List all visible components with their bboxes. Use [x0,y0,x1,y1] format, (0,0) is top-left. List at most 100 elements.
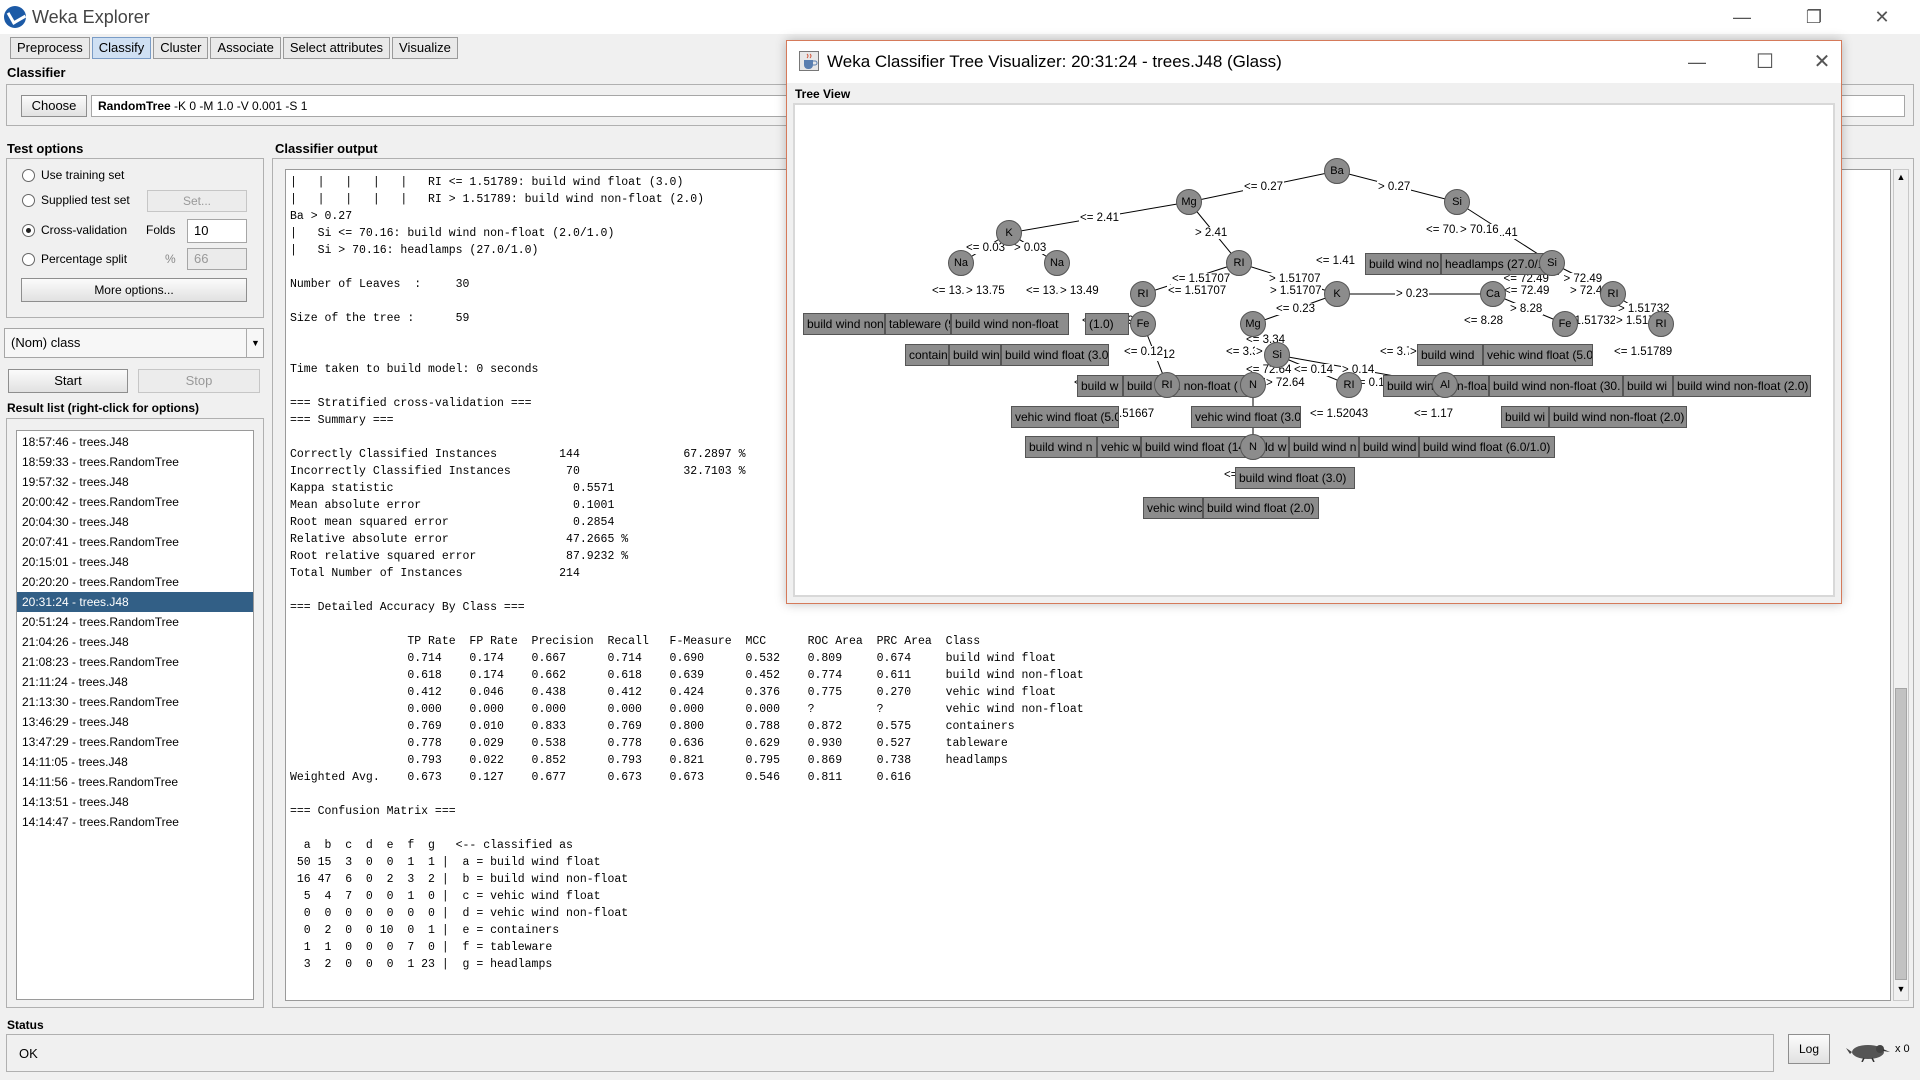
result-list-item[interactable]: 20:04:30 - trees.J48 [22,515,129,529]
tab-cluster[interactable]: Cluster [153,37,209,59]
result-list-item[interactable]: 20:31:24 - trees.J48 [17,592,253,612]
tree-leaf[interactable]: vehic winc [1143,497,1203,519]
result-list[interactable]: 18:57:46 - trees.J48 18:59:33 - trees.Ran… [16,430,254,1000]
tree-leaf[interactable]: headlamps (27.0/1.0) [1441,253,1559,275]
log-button[interactable]: Log [1788,1034,1830,1064]
percentage-split-radio[interactable] [22,253,35,266]
result-list-item[interactable]: 14:11:56 - trees.RandomTree [22,775,179,789]
tree-leaf[interactable]: vehic w [1097,436,1141,458]
result-list-item[interactable]: 20:07:41 - trees.RandomTree [22,535,179,549]
tree-leaf[interactable]: vehic wind float (5.0/ [1483,344,1593,366]
set-test-set-button[interactable]: Set... [147,190,247,212]
tree-leaf[interactable]: (1.0) [1085,313,1129,335]
cross-validation-radio[interactable] [22,224,35,237]
tree-node[interactable]: Fe [1552,311,1578,337]
tree-leaf[interactable]: build wind float (3.0) [1235,467,1355,489]
tab-preprocess[interactable]: Preprocess [10,37,90,59]
start-button[interactable]: Start [8,369,128,393]
scrollbar-thumb[interactable] [1895,688,1907,980]
folds-input[interactable]: 10 [187,219,247,243]
result-list-item[interactable]: 20:51:24 - trees.RandomTree [22,615,179,629]
tree-leaf[interactable]: build wind float (14. [1141,436,1245,458]
restore-button[interactable]: ❐ [1805,7,1823,27]
result-list-item[interactable]: 18:57:46 - trees.J48 [22,435,129,449]
tree-node[interactable]: RI [1154,372,1180,398]
result-list-item[interactable]: 18:59:33 - trees.RandomTree [22,455,179,469]
tree-leaf[interactable]: build wi [1623,375,1673,397]
tree-node[interactable]: Mg [1240,311,1266,337]
result-list-item[interactable]: 13:47:29 - trees.RandomTree [22,735,179,749]
result-list-item[interactable]: 21:13:30 - trees.RandomTree [22,695,179,709]
result-list-item[interactable]: 19:57:32 - trees.J48 [22,475,129,489]
tree-leaf[interactable]: build w [1077,375,1123,397]
output-scrollbar[interactable]: ▲ ▼ [1893,169,1909,1001]
result-list-item[interactable]: 21:04:26 - trees.J48 [22,635,129,649]
tree-leaf[interactable]: build wind float (3.0 [1001,344,1109,366]
tree-leaf[interactable]: build wind [1417,344,1483,366]
tree-node[interactable]: Ba [1324,158,1350,184]
tree-leaf[interactable]: build wi [1501,406,1549,428]
tree-leaf[interactable]: contain [905,344,949,366]
tree-node[interactable]: K [996,220,1022,246]
tree-node[interactable]: N [1240,372,1266,398]
tree-leaf[interactable]: build wind non-float ( [1123,375,1249,397]
tree-leaf[interactable]: build wind non-float [951,313,1069,335]
tree-leaf[interactable]: build wind non [803,313,885,335]
tab-select-attributes[interactable]: Select attributes [282,37,391,59]
tree-node[interactable]: RI [1648,311,1674,337]
chevron-down-icon[interactable]: ▼ [246,328,264,358]
tree-view-canvas[interactable]: <= 0.27> 0.27<= 2.41> 2.41<= 0.03> 0.03<… [793,103,1835,597]
tree-node[interactable]: RI [1130,281,1156,307]
tree-node[interactable]: RI [1226,250,1252,276]
tree-node[interactable]: Na [948,250,974,276]
more-options-button[interactable]: More options... [21,278,247,302]
tree-leaf[interactable]: build wind n [1289,436,1359,458]
visualizer-close-button[interactable]: ✕ [1813,51,1831,73]
tree-leaf[interactable]: build wind float (2.0) [1203,497,1319,519]
tree-node[interactable]: Si [1444,189,1470,215]
tab-associate[interactable]: Associate [210,37,281,59]
result-list-item[interactable]: 14:11:05 - trees.J48 [22,755,128,769]
scroll-up-icon[interactable]: ▲ [1896,172,1906,182]
result-list-item[interactable]: 20:15:01 - trees.J48 [22,555,129,569]
supplied-test-set-radio[interactable] [22,194,35,207]
result-list-item[interactable]: 20:20:20 - trees.RandomTree [22,575,179,589]
visualizer-maximize-button[interactable]: ☐ [1756,51,1774,73]
tree-leaf[interactable]: build wind float (6.0/1.0) [1419,436,1555,458]
tree-node[interactable]: Na [1044,250,1070,276]
tree-leaf[interactable]: build wind non-float (30. [1489,375,1623,397]
class-select[interactable]: (Nom) class [4,328,264,358]
visualizer-minimize-button[interactable]: — [1688,52,1706,72]
scroll-down-icon[interactable]: ▼ [1896,984,1906,994]
tree-leaf[interactable]: build wind no [1365,253,1441,275]
choose-button[interactable]: Choose [21,95,87,117]
result-list-item[interactable]: 14:13:51 - trees.J48 [22,795,129,809]
tree-node[interactable]: RI [1336,372,1362,398]
tree-node[interactable]: RI [1600,281,1626,307]
tree-node[interactable]: Ca [1480,281,1506,307]
tree-leaf[interactable]: build wind non-float (2.0) [1549,406,1687,428]
tree-leaf[interactable]: build wind n [1025,436,1097,458]
result-list-item[interactable]: 21:11:24 - trees.J48 [22,675,128,689]
tree-leaf[interactable]: vehic wind float (5.0 [1011,406,1119,428]
tree-node[interactable]: Si [1264,342,1290,368]
result-list-item[interactable]: 20:00:42 - trees.RandomTree [22,495,179,509]
tree-node[interactable]: N [1240,434,1266,460]
tree-node[interactable]: Si [1539,250,1565,276]
result-list-item[interactable]: 13:46:29 - trees.J48 [22,715,129,729]
tree-node[interactable]: Mg [1176,189,1202,215]
tree-leaf[interactable]: vehic wind float (3.0 [1191,406,1301,428]
tree-leaf[interactable]: tableware (9.0 [885,313,951,335]
percentage-input[interactable]: 66 [187,248,247,270]
tree-leaf[interactable]: build wind [1359,436,1419,458]
tree-node[interactable]: Fe [1130,311,1156,337]
minimize-button[interactable]: — [1733,7,1751,27]
close-button[interactable]: ✕ [1874,7,1890,27]
tree-node[interactable]: Al [1432,372,1458,398]
weka-bird-icon[interactable] [1846,1040,1890,1063]
result-list-item[interactable]: 21:08:23 - trees.RandomTree [22,655,179,669]
use-training-set-radio[interactable] [22,169,35,182]
tree-node[interactable]: K [1324,281,1350,307]
stop-button[interactable]: Stop [138,369,260,393]
tab-visualize[interactable]: Visualize [392,37,458,59]
